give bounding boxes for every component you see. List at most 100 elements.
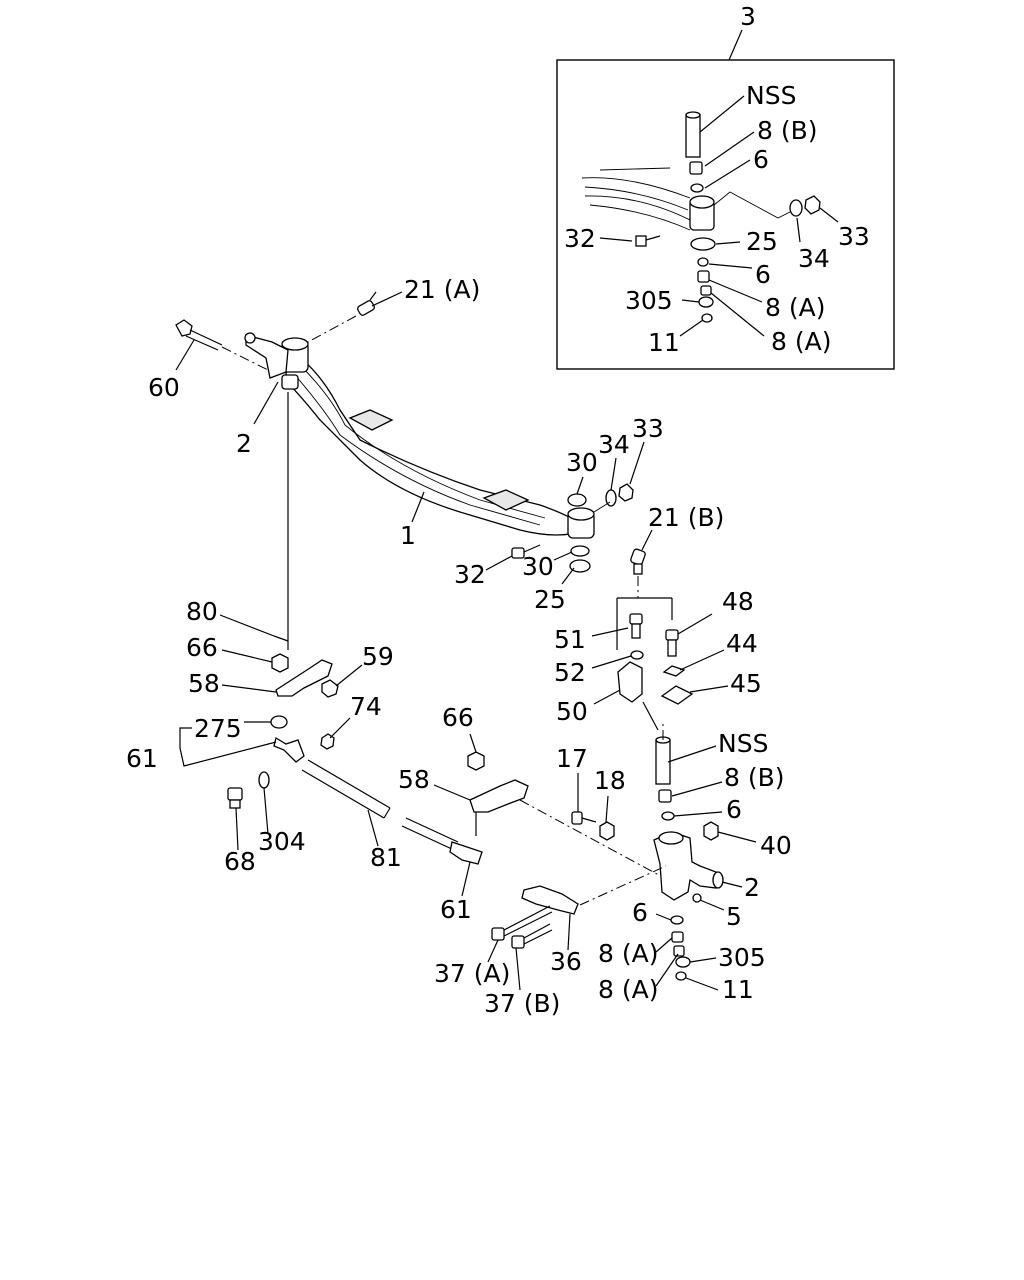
shim-6 [661,811,675,821]
label-33: 33 [632,414,664,443]
label-18: 18 [594,766,626,795]
label-304: 304 [258,827,306,856]
king-pin-nss [655,739,671,785]
group-bracket-lower [642,701,659,731]
inset-bushing-8a-2 [700,285,712,296]
inset-bushing-8b [689,161,703,175]
leader-2b [721,881,743,888]
leader-37b [515,947,521,991]
inset-label-nss: NSS [746,81,796,110]
inset-label-11: 11 [648,328,680,357]
inset-shim-6b [697,257,709,267]
leader-21b [641,529,653,551]
leader-81 [367,809,379,847]
bearing-25 [569,559,591,573]
label-66a: 66 [186,633,218,662]
bolt-32 [511,547,525,559]
inset-34-leader [796,217,801,243]
label-30a: 30 [566,448,598,477]
inset-washer-34 [789,199,803,217]
washer-30-lower [570,545,590,557]
leader-8a1 [655,937,673,953]
part-labels: 21 (A) 60 2 1 30 34 33 32 30 25 21 (B) 8… [126,275,792,1018]
leader-45 [689,685,729,693]
label-80: 80 [186,597,218,626]
label-21b: 21 (B) [648,503,724,532]
leader-305 [689,957,717,963]
right-boss-bolt-line [593,501,611,513]
leader-33 [629,441,645,485]
inset-axle-line [581,177,691,199]
axle-right-boss-top [567,507,595,521]
knuckle-arm-58b-centerline [519,799,669,881]
inset-axle-line [584,186,689,211]
bolt-37a-shank [503,911,553,937]
leader-37a [487,939,499,963]
leader-80 [219,614,275,637]
label-36: 36 [550,947,582,976]
label-58b: 58 [398,765,430,794]
label-21a: 21 (A) [404,275,480,304]
inset-label-25: 25 [746,227,778,256]
bolt-37b-head [511,935,525,949]
label-40: 40 [760,831,792,860]
washer-304 [258,771,270,789]
inset-label-6a: 6 [753,145,769,174]
leader-8a2 [655,953,679,987]
leader-66b [469,733,477,753]
leader-34 [610,457,617,491]
inset-label-8a2: 8 (A) [771,327,831,356]
knuckle-arm-58b [469,779,529,813]
leader-nss [667,745,717,763]
left-knuckle-arm [281,374,299,390]
label-2a: 2 [236,429,252,458]
front-axle-beam [244,332,595,539]
axle-spring-pad-right [482,489,530,511]
leader-2a [253,381,279,425]
label-25: 25 [534,585,566,614]
label-11: 11 [722,975,754,1004]
inset-kingpin-boss-top [689,195,715,209]
inset-label-6b: 6 [755,260,771,289]
leader-61a [179,727,277,767]
leader-21a [371,291,403,307]
inset-title-leader [728,29,743,61]
nut-33 [618,483,634,502]
bolt-51-shank [631,623,641,639]
bolt-48-shank [667,639,677,657]
bolt-60-centerline [221,346,269,371]
leader-30b [553,551,573,561]
label-81: 81 [370,843,402,872]
right-knuckle-group [653,722,724,981]
castle-nut-66b [467,751,485,771]
plug-5 [692,893,702,903]
leader-48 [677,613,713,635]
knuckle-arm-58 [275,659,333,697]
inset-frame [556,59,895,370]
tie-rod-end-61 [273,736,305,763]
shim-6b [670,915,684,925]
leader-59 [335,664,363,687]
tie-rod-81-edge [307,759,391,809]
inset-axle-line [584,195,691,221]
inset-king-pin [685,114,701,158]
inset-25-leader [715,241,741,245]
inset-32-leader [599,237,633,242]
kingpin-lock-bolt-60 [175,319,269,371]
label-6b: 6 [632,898,648,927]
grease-fitting-21a-body [357,300,375,316]
knuckle-top-bore [658,831,684,845]
label-61a: 61 [126,744,158,773]
inset-8b-leader [704,131,755,167]
steering-arm-centerline [579,865,667,906]
axle-spring-pad-left [348,409,394,431]
axle-beam-body [284,348,587,536]
label-61b: 61 [440,895,472,924]
label-58a: 58 [188,669,220,698]
plate-45 [660,685,694,705]
castle-nut-66 [271,653,289,673]
inset-bolt-32 [635,235,647,247]
clip-11 [675,971,687,981]
inset-11-leader [679,319,704,337]
